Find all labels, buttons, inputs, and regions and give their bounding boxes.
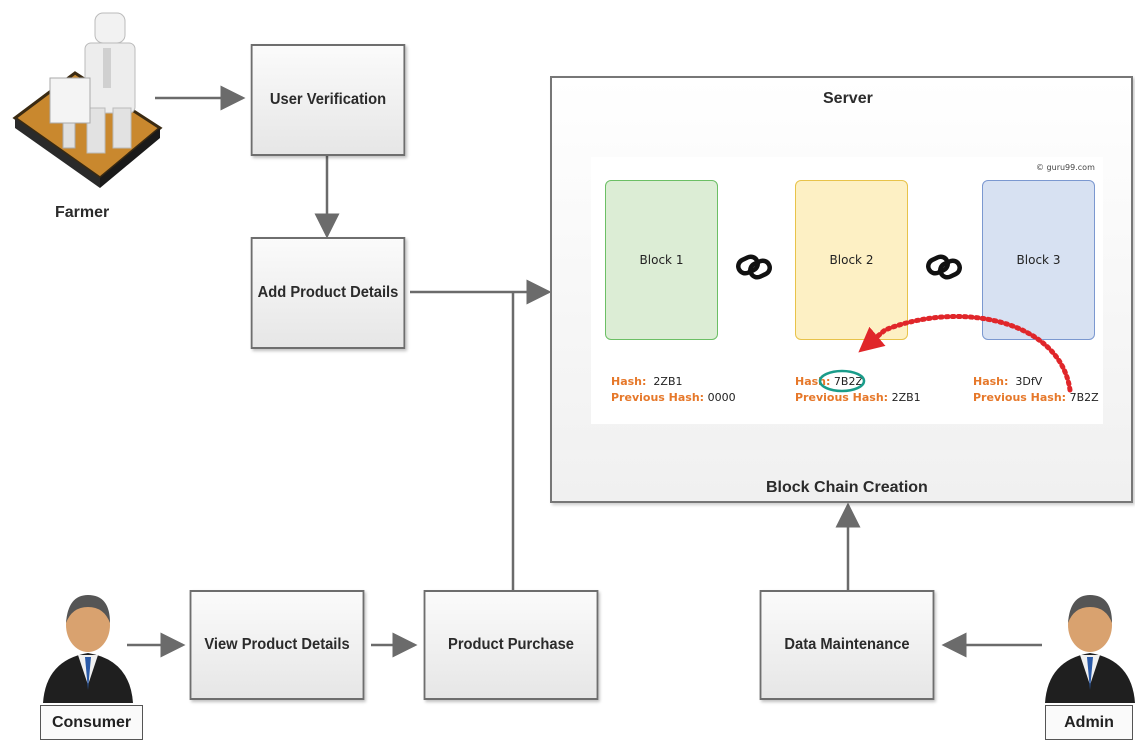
- block-1-label: Block 1: [639, 253, 684, 267]
- block-2-label: Block 2: [829, 253, 874, 267]
- consumer-icon: [43, 595, 133, 703]
- watermark: © guru99.com: [1036, 163, 1095, 172]
- hash-label: Hash: [973, 375, 1005, 388]
- block-3-prev-hash: 7B2Z: [1069, 391, 1099, 404]
- server-title: Server: [823, 90, 873, 107]
- farmer-icon: [12, 12, 163, 188]
- admin-label-box: Admin: [1045, 705, 1133, 740]
- block-1-prev-hash: 0000: [707, 391, 736, 404]
- add-product-details-box[interactable]: Add Product Details: [250, 237, 406, 349]
- user-verification-box[interactable]: User Verification: [250, 44, 406, 156]
- block-2-prev-hash: 2ZB1: [891, 391, 921, 404]
- block-3-hashes: Hash: 3DfV Previous Hash: 7B2Z: [973, 375, 1099, 404]
- chain-link-icon: [736, 254, 772, 280]
- add-product-details-label: Add Product Details: [257, 284, 399, 301]
- view-product-details-box[interactable]: View Product Details: [189, 590, 365, 700]
- block-3-label: Block 3: [1016, 253, 1061, 267]
- block-2-hashes: Hash: 7B2Z Previous Hash: 2ZB1: [795, 375, 921, 404]
- view-product-details-label: View Product Details: [204, 636, 350, 653]
- dotted-link-arrow: [858, 314, 1073, 393]
- hash-label: Hash: [795, 375, 827, 388]
- block-1-hash: 2ZB1: [653, 375, 683, 388]
- previous-hash-label: Previous Hash: [973, 391, 1062, 404]
- previous-hash-label: Previous Hash: [795, 391, 884, 404]
- consumer-label-box: Consumer: [40, 705, 143, 740]
- data-maintenance-box[interactable]: Data Maintenance: [759, 590, 935, 700]
- admin-label: Admin: [1064, 713, 1114, 731]
- block-3-hash: 3DfV: [1015, 375, 1043, 388]
- block-1: Block 1: [605, 180, 718, 340]
- block-chain-creation-label: Block Chain Creation: [766, 479, 928, 496]
- data-maintenance-label: Data Maintenance: [784, 636, 910, 653]
- admin-icon: [1045, 595, 1135, 703]
- block-1-hashes: Hash: 2ZB1 Previous Hash: 0000: [611, 375, 736, 404]
- hash-label: Hash: [611, 375, 643, 388]
- user-verification-label: User Verification: [269, 91, 387, 108]
- product-purchase-box[interactable]: Product Purchase: [423, 590, 599, 700]
- block-3: Block 3: [982, 180, 1095, 340]
- product-purchase-label: Product Purchase: [448, 636, 574, 653]
- consumer-label: Consumer: [51, 713, 132, 731]
- block-2-hash: 7B2Z: [833, 375, 864, 388]
- farmer-label: Farmer: [55, 204, 110, 221]
- block-2: Block 2: [795, 180, 908, 340]
- hash-highlight-circle: [818, 369, 866, 393]
- previous-hash-label: Previous Hash: [611, 391, 700, 404]
- chain-link-icon: [926, 254, 962, 280]
